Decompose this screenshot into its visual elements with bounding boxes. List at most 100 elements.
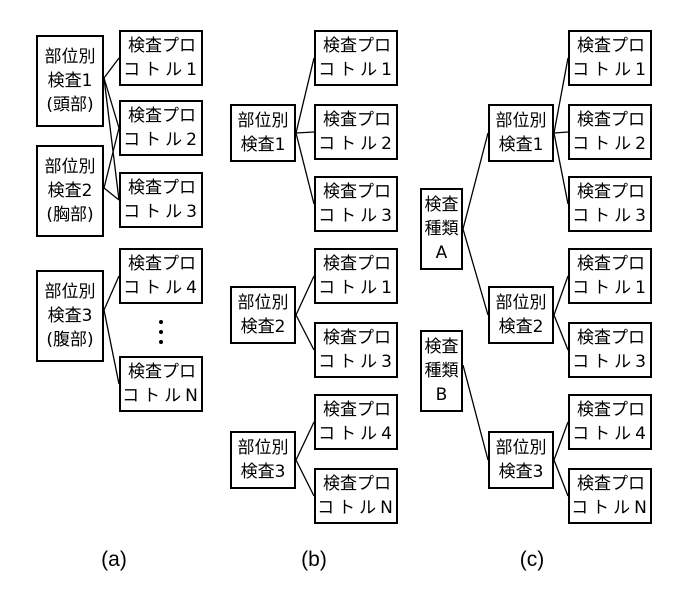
group-line: 部位別 [237,111,289,131]
protocol-line: 検査プロ [577,36,645,56]
protocol-line: コトルN [571,498,651,518]
panel-b-protocol-4: 検査プロ コトル1 [314,248,398,304]
panel-b-protocol-5: 検査プロ コトル3 [314,322,398,378]
protocol-line: コトル4 [318,424,396,444]
protocol-line: 検査プロ [323,254,391,274]
protocol-line: 検査プロ [577,474,645,494]
panel-b-protocol-3: 検査プロ コトル3 [314,176,398,232]
panel-a-label: (a) [101,548,127,571]
group-line: 検査1 [498,135,544,155]
panel-b-group-1: 部位別 検査1 [230,104,296,162]
panel-c-protocol-4: 検査プロ コトル1 [568,248,652,304]
panel-c-protocol-3: 検査プロ コトル3 [568,176,652,232]
panel-a-protocol-4: 検査プロ コトル4 [119,248,203,304]
panel-b-group-2: 部位別 検査2 [230,286,296,344]
protocol-line: コトル3 [318,206,396,226]
protocol-line: コトル2 [318,134,396,154]
protocol-line: 検査プロ [128,254,196,274]
group-line: 部位別 [495,293,547,313]
group-line: 検査3 [47,306,93,326]
group-line: 部位別 [495,111,547,131]
protocol-line: 検査プロ [323,110,391,130]
group-line: 部位別 [44,282,96,302]
panel-c-type-b: 検査 種類 B [420,330,463,412]
protocol-line: コトル1 [572,60,650,80]
group-line: 検査2 [240,317,286,337]
type-line: B [435,385,448,405]
protocol-line: コトル1 [318,278,396,298]
protocol-line: 検査プロ [577,110,645,130]
type-line: 検査 [424,195,459,215]
group-line: (胸部) [46,205,94,225]
panel-b-protocol-1: 検査プロ コトル1 [314,30,398,86]
panel-c-label: (c) [519,548,545,571]
panel-a-group-2: 部位別 検査2 (胸部) [36,145,104,237]
panel-b-protocol-7: 検査プロ コトルN [314,468,398,524]
protocol-line: 検査プロ [323,182,391,202]
protocol-line: 検査プロ [577,254,645,274]
protocol-line: 検査プロ [128,106,196,126]
protocol-line: 検査プロ [128,178,196,198]
protocol-line: コトル4 [123,278,201,298]
panel-c-type-a: 検査 種類 A [420,188,463,270]
protocol-line: 検査プロ [128,36,196,56]
protocol-line: 検査プロ [128,362,196,382]
protocol-line: 検査プロ [323,328,391,348]
group-line: 検査2 [47,181,93,201]
protocol-line: コトル3 [572,352,650,372]
protocol-line: コトルN [122,386,202,406]
panel-c-group-3: 部位別 検査3 [488,431,554,489]
panel-b-protocol-6: 検査プロ コトル4 [314,394,398,450]
protocol-line: コトル1 [572,278,650,298]
panel-a-group-3: 部位別 検査3 (腹部) [36,270,104,362]
panel-c-protocol-7: 検査プロ コトルN [568,468,652,524]
panel-c-group-2: 部位別 検査2 [488,286,554,344]
panel-c-protocol-5: 検査プロ コトル3 [568,322,652,378]
group-line: 検査1 [47,71,93,91]
panel-a-protocol-1: 検査プロ コトル1 [119,30,203,86]
group-line: 検査3 [240,462,286,482]
panel-b-label: (b) [301,548,327,571]
type-line: A [435,243,448,263]
protocol-line: コトル3 [318,352,396,372]
panel-a-group-1: 部位別 検査1 (頭部) [36,35,104,127]
type-line: 種類 [424,361,459,381]
group-line: (頭部) [46,95,94,115]
panel-b-protocol-2: 検査プロ コトル2 [314,104,398,160]
group-line: (腹部) [46,330,94,350]
group-line: 部位別 [44,47,96,67]
protocol-line: コトル1 [318,60,396,80]
protocol-line: コトル2 [123,130,201,150]
protocol-line: コトル3 [123,202,201,222]
protocol-line: コトル1 [123,60,201,80]
group-line: 部位別 [495,438,547,458]
ellipsis-icon [157,320,165,344]
protocol-line: 検査プロ [577,182,645,202]
panel-a-protocol-3: 検査プロ コトル3 [119,172,203,228]
group-line: 検査1 [240,135,286,155]
panel-c-protocol-1: 検査プロ コトル1 [568,30,652,86]
protocol-line: コトル4 [572,424,650,444]
protocol-line: 検査プロ [323,474,391,494]
type-line: 検査 [424,337,459,357]
protocol-line: 検査プロ [323,36,391,56]
panel-b-group-3: 部位別 検査3 [230,431,296,489]
group-line: 部位別 [237,293,289,313]
protocol-line: 検査プロ [577,328,645,348]
group-line: 検査2 [498,317,544,337]
protocol-line: コトル2 [572,134,650,154]
panel-a-protocol-n: 検査プロ コトルN [119,356,203,412]
panel-a-protocol-2: 検査プロ コトル2 [119,100,203,156]
protocol-line: 検査プロ [323,400,391,420]
panel-c-protocol-2: 検査プロ コトル2 [568,104,652,160]
type-line: 種類 [424,219,459,239]
panel-c-protocol-6: 検査プロ コトル4 [568,394,652,450]
protocol-line: 検査プロ [577,400,645,420]
panel-c-group-1: 部位別 検査1 [488,104,554,162]
protocol-line: コトルN [317,498,397,518]
group-line: 検査3 [498,462,544,482]
group-line: 部位別 [44,157,96,177]
protocol-line: コトル3 [572,206,650,226]
